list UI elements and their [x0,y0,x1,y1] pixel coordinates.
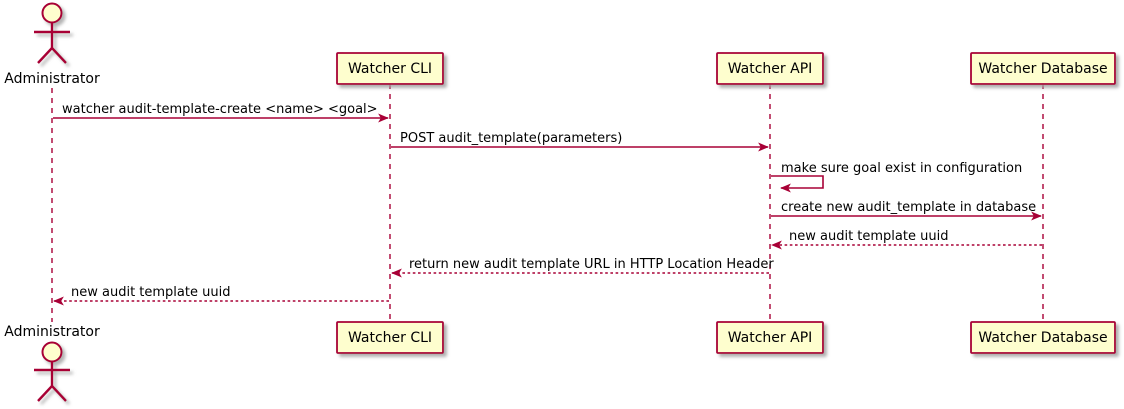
participant-label-watcher-cli-bottom: Watcher CLI [348,330,432,346]
participant-label-watcher-database-top: Watcher Database [978,61,1107,77]
actor-administrator-top[interactable]: Administrator [4,2,100,88]
participant-box-rect-watcher-cli-top [336,52,444,85]
participant-box-watcher-cli-top[interactable]: Watcher CLI [336,52,444,85]
participant-label-watcher-database-bottom: Watcher Database [978,330,1107,346]
message-arrow-3-self-loop [771,175,824,193]
actor-figure-bottom [34,341,70,402]
participant-box-watcher-database-bottom[interactable]: Watcher Database [970,321,1116,354]
actor-administrator-label-bottom: Administrator [4,324,100,340]
message-label-1: watcher audit-template-create <name> <go… [62,102,378,117]
actor-administrator-bottom[interactable]: Administrator [4,324,100,402]
message-3-self[interactable]: make sure goal exist in configuration [771,161,1022,193]
message-label-4: create new audit_template in database [781,200,1036,215]
message-5[interactable]: new audit template uuid [771,229,1042,250]
actor-administrator-label-top: Administrator [4,71,100,87]
message-label-5: new audit template uuid [789,229,948,244]
message-7[interactable]: new audit template uuid [53,285,389,306]
message-label-6: return new audit template URL in HTTP Lo… [409,257,774,272]
message-6[interactable]: return new audit template URL in HTTP Lo… [391,257,774,278]
message-2[interactable]: POST audit_template(parameters) [391,131,769,152]
participant-box-rect-watcher-database-bottom [970,321,1116,354]
message-label-3: make sure goal exist in configuration [781,161,1022,176]
message-4[interactable]: create new audit_template in database [771,200,1042,221]
participant-label-watcher-api-bottom: Watcher API [728,330,813,346]
participant-box-watcher-cli-bottom[interactable]: Watcher CLI [336,321,444,354]
message-label-7: new audit template uuid [71,285,230,300]
participant-label-watcher-cli-top: Watcher CLI [348,61,432,77]
message-label-2: POST audit_template(parameters) [400,131,622,146]
actor-figure-top [34,2,70,64]
participant-box-rect-watcher-api-bottom [716,321,824,354]
participant-box-rect-watcher-cli-bottom [336,321,444,354]
participant-box-watcher-api-top[interactable]: Watcher API [716,52,824,85]
participant-box-watcher-database-top[interactable]: Watcher Database [970,52,1116,85]
participant-box-watcher-api-bottom[interactable]: Watcher API [716,321,824,354]
participant-box-rect-watcher-database-top [970,52,1116,85]
message-1[interactable]: watcher audit-template-create <name> <go… [53,102,389,123]
lifelines-group [51,84,1044,322]
participant-label-watcher-api-top: Watcher API [728,61,813,77]
participant-box-rect-watcher-api-top [716,52,824,85]
